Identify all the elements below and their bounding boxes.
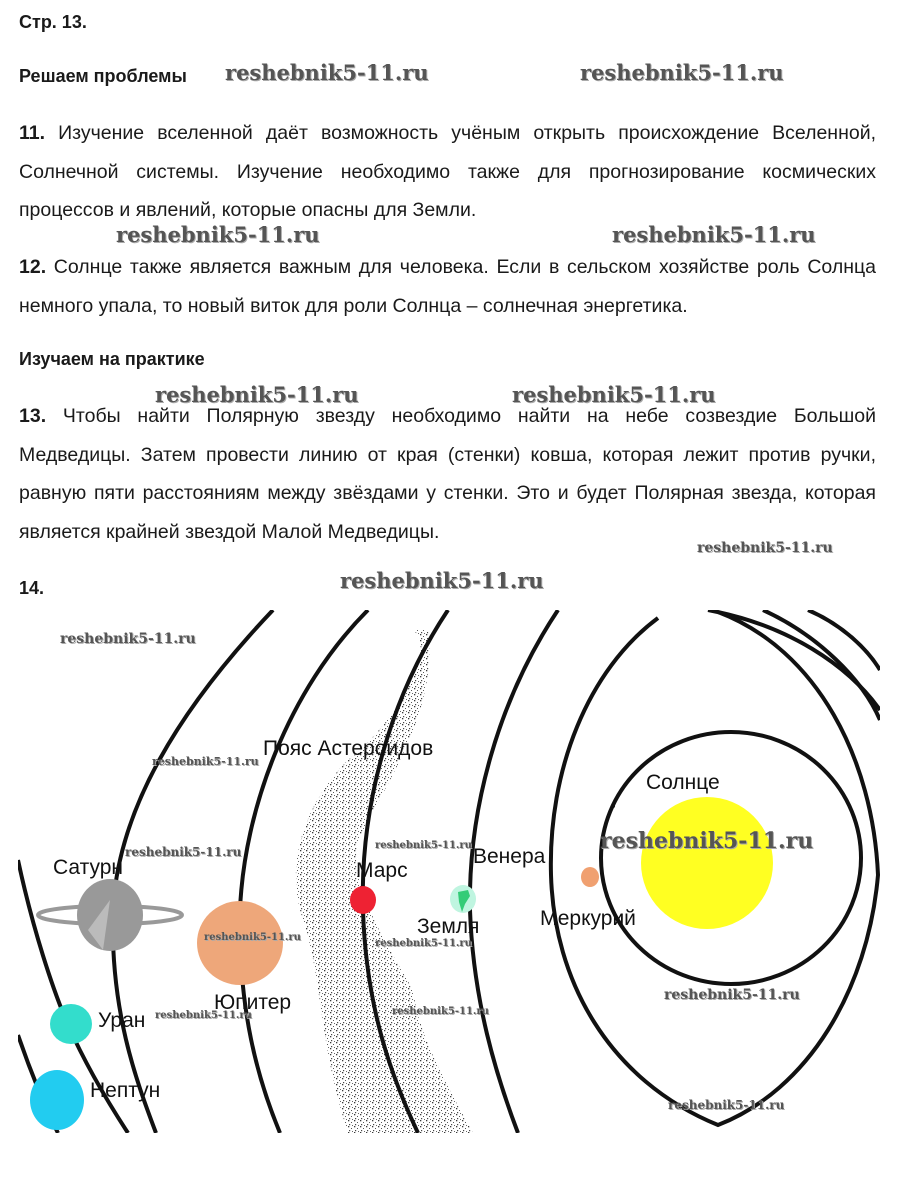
- answer-number: 13.: [19, 405, 47, 427]
- watermark: reshebnik5-11.ru: [600, 828, 814, 854]
- label-asteroid-belt: Пояс Астероидов: [263, 737, 434, 760]
- outer-orbit-right-2: [807, 610, 880, 672]
- label-jupiter: Юпитер: [214, 991, 292, 1014]
- outer-orbit-right: [762, 610, 880, 721]
- watermark: reshebnik5-11.ru: [116, 222, 320, 247]
- saturn: [77, 879, 143, 951]
- watermark: reshebnik5-11.ru: [225, 60, 429, 85]
- watermark: reshebnik5-11.ru: [204, 932, 301, 943]
- saturn-shade: [88, 900, 110, 950]
- watermark: reshebnik5-11.ru: [60, 631, 196, 647]
- mercury: [581, 867, 599, 887]
- answer-14-number: 14.: [19, 578, 45, 598]
- small-dot: [611, 804, 615, 808]
- earth-orbit: [467, 610, 560, 1133]
- watermark: reshebnik5-11.ru: [612, 222, 816, 247]
- watermark: reshebnik5-11.ru: [155, 382, 359, 407]
- sun: [641, 797, 773, 929]
- label-uranus: Уран: [98, 1009, 146, 1032]
- watermark: reshebnik5-11.ru: [125, 845, 242, 859]
- label-neptune: Нептун: [90, 1079, 161, 1102]
- label-saturn: Сатурн: [53, 856, 124, 879]
- label-sun: Солнце: [646, 771, 720, 794]
- saturn-orbit: [110, 610, 275, 1133]
- label-mercury: Меркурий: [540, 907, 636, 930]
- watermark: reshebnik5-11.ru: [664, 987, 800, 1003]
- section-heading-problems: Решаем проблемы: [19, 66, 187, 86]
- label-earth: Земля: [417, 915, 480, 938]
- answer-number: 11.: [19, 122, 46, 144]
- watermark: reshebnik5-11.ru: [155, 1010, 252, 1021]
- watermark: reshebnik5-11.ru: [340, 568, 544, 593]
- orbits-drawing: [18, 610, 880, 1133]
- watermark: reshebnik5-11.ru: [152, 755, 259, 768]
- answer-11: 11. Изучение вселенной даёт возможность …: [19, 114, 876, 230]
- jupiter: [197, 901, 283, 985]
- watermark: reshebnik5-11.ru: [375, 938, 472, 949]
- answer-text: Солнце также является важным для человек…: [19, 256, 876, 317]
- answer-13: 13. Чтобы найти Полярную звезду необходи…: [19, 397, 876, 551]
- watermark: reshebnik5-11.ru: [512, 382, 716, 407]
- earth-land: [458, 890, 470, 912]
- answer-text: Чтобы найти Полярную звезду необходимо н…: [19, 405, 876, 543]
- watermark: reshebnik5-11.ru: [668, 1098, 785, 1112]
- label-venus: Венера: [473, 845, 546, 868]
- asteroid-belt: [295, 630, 473, 1133]
- neptune: [30, 1070, 84, 1130]
- solar-system-diagram: Солнце Меркурий Венера Земля Марс Пояс А…: [18, 610, 880, 1133]
- answer-text: Изучение вселенной даёт возможность учён…: [19, 122, 877, 221]
- label-mars: Марс: [356, 859, 408, 882]
- venus-orbit: [548, 610, 880, 1128]
- mars: [350, 886, 376, 914]
- watermark: reshebnik5-11.ru: [697, 540, 833, 556]
- answer-12: 12. Солнце также является важным для чел…: [19, 248, 876, 325]
- mercury-orbit: [599, 730, 863, 986]
- uranus: [50, 1004, 92, 1044]
- watermark: reshebnik5-11.ru: [392, 1006, 489, 1017]
- watermark: reshebnik5-11.ru: [580, 60, 784, 85]
- watermark: reshebnik5-11.ru: [375, 840, 472, 851]
- section-heading-practice: Изучаем на практике: [19, 349, 205, 369]
- answer-number: 12.: [19, 256, 47, 278]
- page-label: Стр. 13.: [19, 12, 87, 32]
